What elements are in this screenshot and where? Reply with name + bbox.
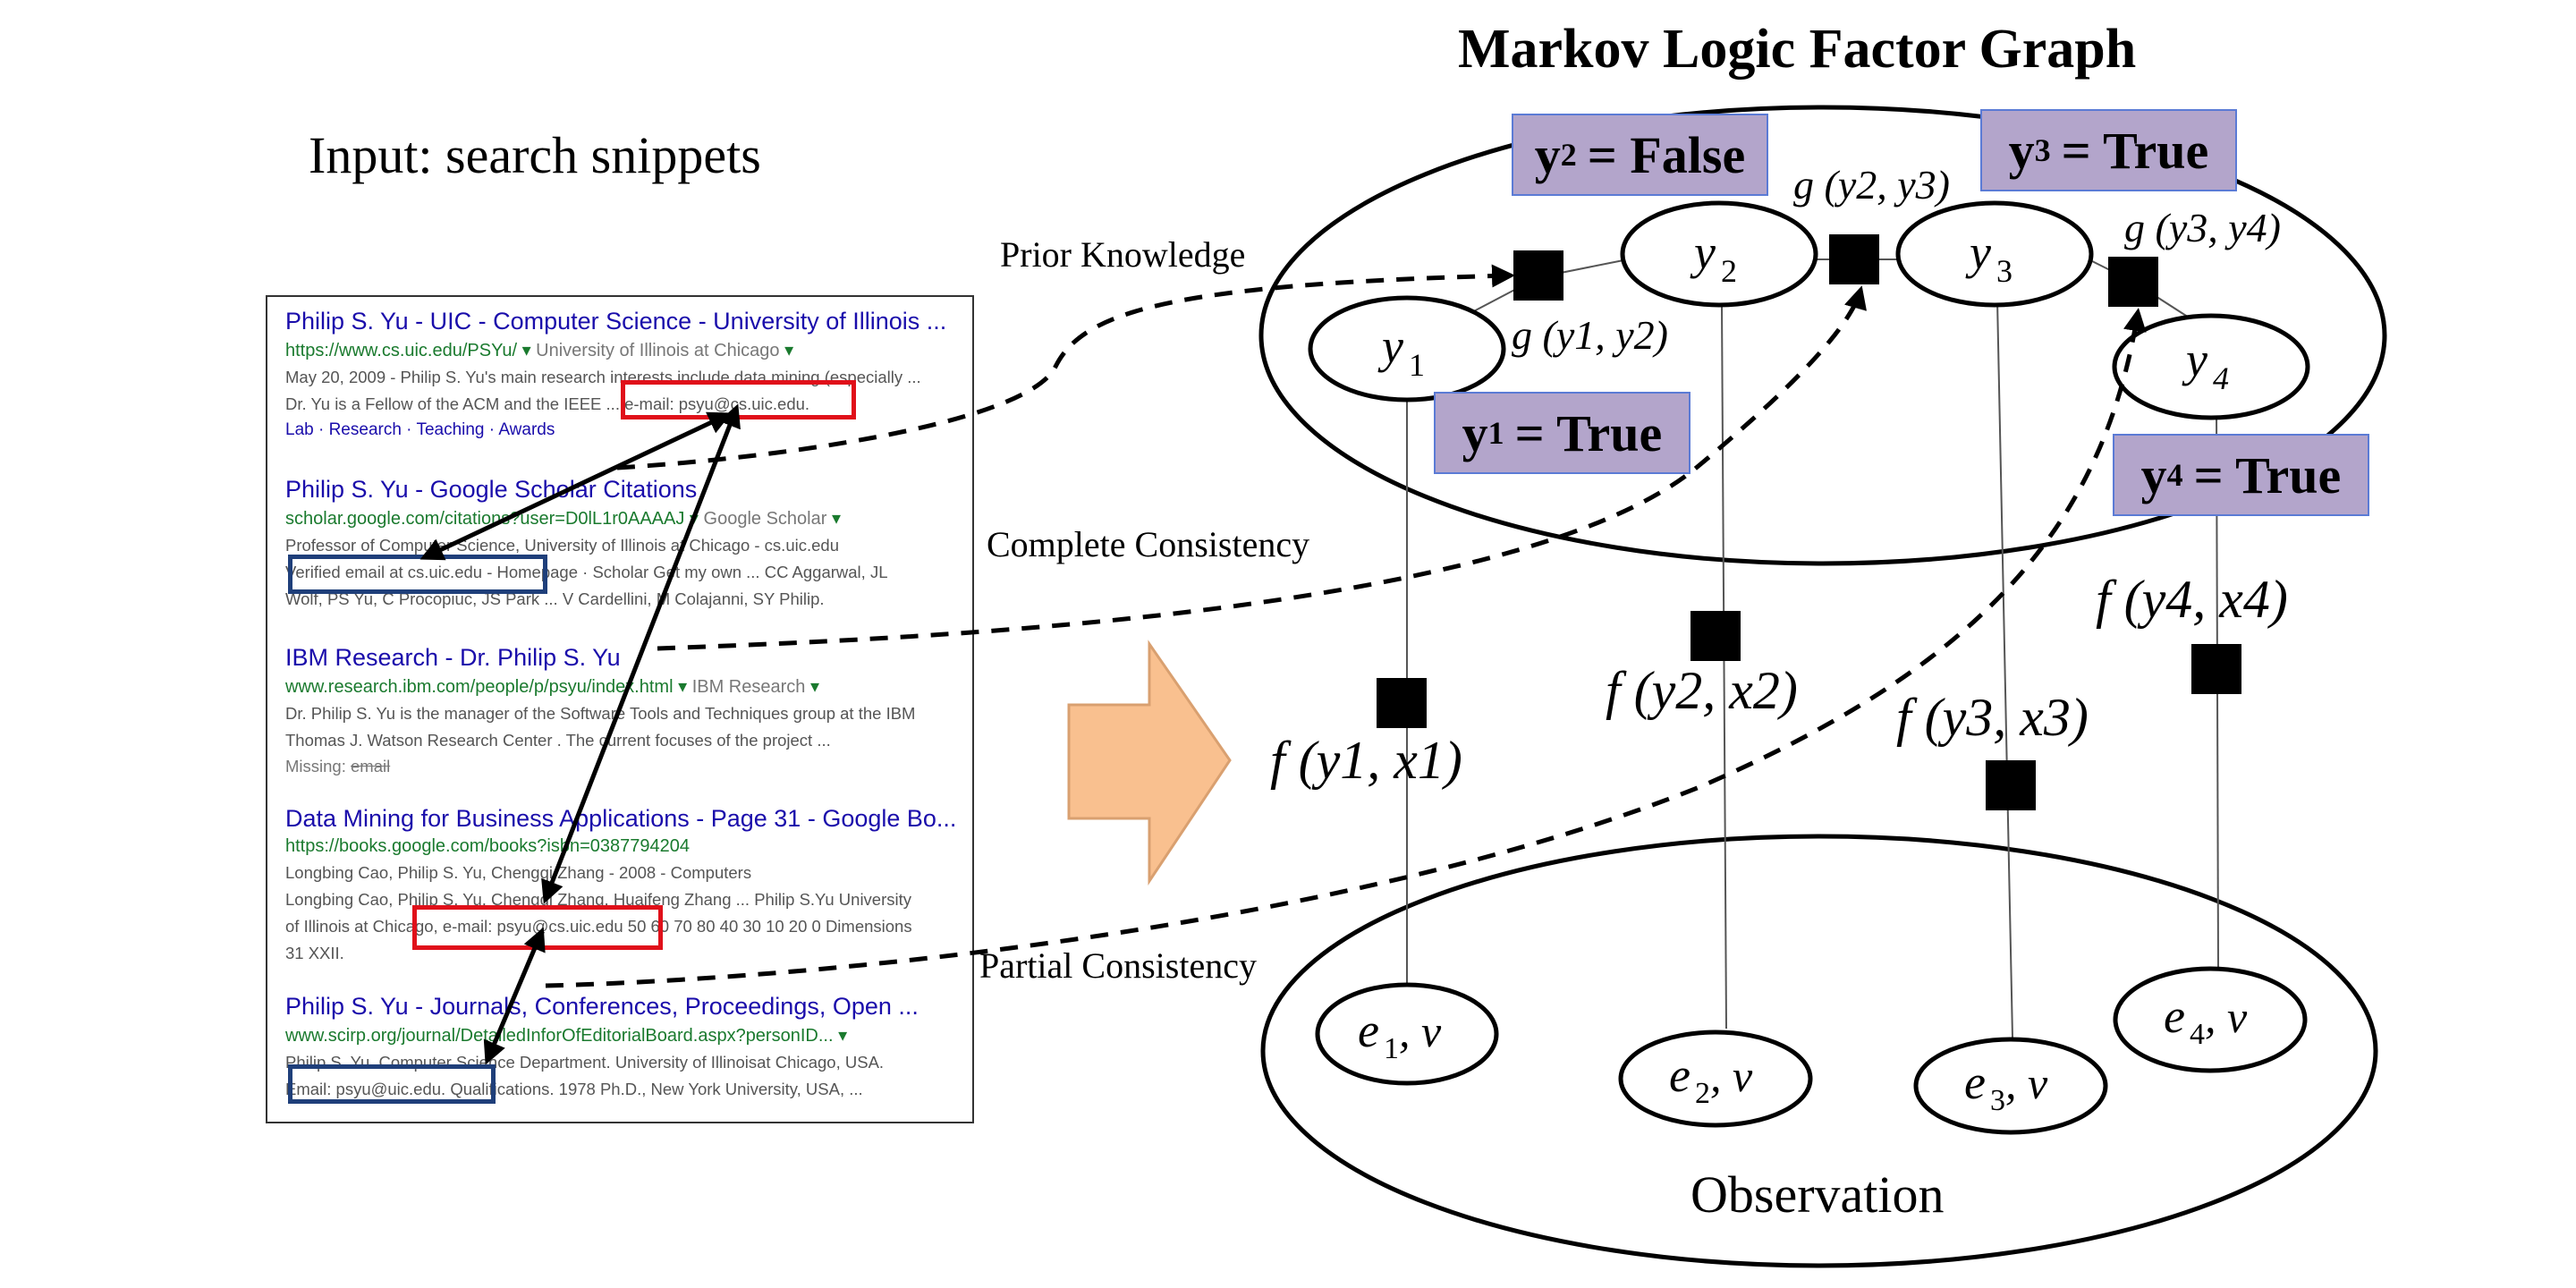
obs-v: , v [1710, 1051, 1753, 1101]
variable-sub: 3 [1996, 253, 2012, 289]
factor-f4 [2191, 644, 2241, 694]
variable-sub: 1 [1409, 347, 1425, 383]
obs-v: , v [2205, 992, 2248, 1042]
variable-sub: 4 [2213, 360, 2229, 396]
snippet-missing: Missing: email [285, 757, 391, 775]
input-title: Input: search snippets [309, 126, 761, 184]
snippet-url: www.scirp.org/journal/DetailedInforOfEdi… [285, 1026, 848, 1046]
variable-name: y [1965, 225, 1991, 279]
partial-consistency-connector [545, 308, 2147, 988]
factor-label-f1: f (y1, x1) [1270, 731, 1462, 790]
observation-e4: e 4 , v [2113, 966, 2308, 1073]
factor-label-f3: f (y3, x3) [1896, 688, 2089, 747]
observation-layer-ellipse [1260, 834, 2378, 1268]
factor-label-g23: g (y2, y3) [1793, 162, 1950, 208]
obs-e: e [1358, 1004, 1379, 1057]
obs-e: e [1669, 1048, 1690, 1102]
factor-g23 [1829, 234, 1879, 284]
variable-name: y [2182, 333, 2207, 386]
variable-y1: y 1 [1308, 295, 1506, 402]
latent-layer-ellipse [1258, 105, 2387, 566]
graph-title: Markov Logic Factor Graph [1458, 19, 2137, 80]
variable-name: y [1690, 225, 1716, 279]
variable-y3: y 3 [1895, 200, 2094, 308]
snippet-title[interactable]: Philip S. Yu - Journals, Conferences, Pr… [285, 993, 919, 1020]
observation-e3: e 3 , v [1913, 1037, 2108, 1135]
snippet-title[interactable]: Philip S. Yu - UIC - Computer Science - … [285, 308, 947, 335]
consistency-connectors [545, 264, 2147, 988]
obs-e: e [1964, 1055, 1986, 1109]
snippet-url: https://www.cs.uic.edu/PSYu/ ▾ Universit… [285, 341, 794, 360]
factor-label-g34: g (y3, y4) [2124, 205, 2281, 250]
obs-sub: 4 [2190, 1018, 2205, 1051]
factor-f3 [1986, 760, 2036, 810]
observation-e2: e 2 , v [1618, 1030, 1813, 1128]
obs-v: , v [2005, 1058, 2048, 1108]
variable-y4: y 4 [2112, 313, 2310, 420]
factor-label-f2: f (y2, x2) [1606, 661, 1798, 720]
variable-sub: 2 [1721, 253, 1737, 289]
obs-v: , v [1399, 1006, 1442, 1056]
observation-e1: e 1 , v [1315, 982, 1499, 1086]
factor-f2 [1690, 611, 1741, 661]
factor-g34 [2108, 257, 2158, 307]
factor-label-f4: f (y4, x4) [2096, 570, 2288, 629]
prior-knowledge-label: Prior Knowledge [1000, 234, 1245, 275]
factor-label-g12: g (y1, y2) [1512, 312, 1668, 358]
snippet-line: of Illinois at Chicago, e-mail: psyu@cs.… [285, 917, 912, 936]
prior-knowledge-connector [616, 264, 1515, 470]
snippet-line: 31 XXII. [285, 944, 344, 962]
snippet-line: Email: psyu@uic.edu. Qualifications. 197… [285, 1080, 863, 1098]
snippet-1: Philip S. Yu - UIC - Computer Science - … [285, 308, 965, 440]
graph-edges [1406, 258, 2219, 1038]
email-link-arrows [419, 403, 741, 1065]
factor-g12 [1513, 250, 1563, 301]
obs-sub: 3 [1990, 1084, 2005, 1117]
factor-nodes [1377, 234, 2241, 810]
email-highlight-blue [288, 1064, 496, 1104]
complete-consistency-label: Complete Consistency [987, 524, 1309, 564]
obs-sub: 2 [1695, 1077, 1710, 1110]
complete-consistency-connector [657, 285, 1867, 651]
factor-f1 [1377, 678, 1427, 728]
obs-sub: 1 [1384, 1032, 1399, 1065]
obs-e: e [2164, 989, 2185, 1043]
transition-arrow [1067, 640, 1232, 886]
variable-name: y [1377, 319, 1403, 373]
partial-consistency-label: Partial Consistency [979, 945, 1257, 986]
observation-label: Observation [1690, 1165, 1945, 1224]
variable-y2: y 2 [1620, 200, 1818, 308]
